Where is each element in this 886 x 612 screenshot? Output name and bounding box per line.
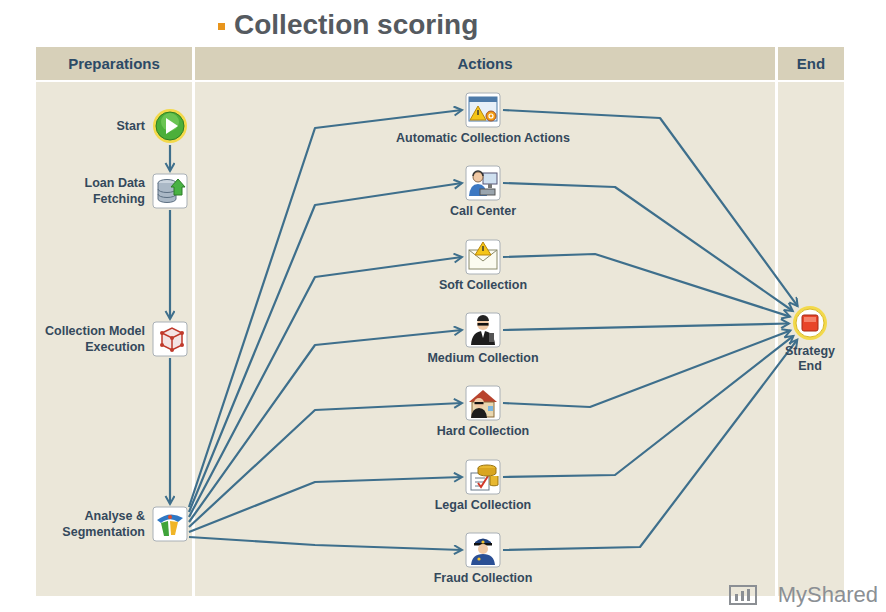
start-icon <box>152 108 188 144</box>
auto-icon <box>465 92 501 128</box>
fraud-icon <box>465 532 501 568</box>
flow-arrow <box>189 330 462 522</box>
node-label: Soft Collection <box>439 278 527 293</box>
seg-icon <box>152 506 188 542</box>
node-label: Start <box>117 118 145 134</box>
column-header-text: Actions <box>457 55 512 72</box>
action-step: Automatic Collection Actions <box>396 92 570 146</box>
process-step: Loan Data Fetching <box>39 173 188 209</box>
column-header-text: End <box>797 55 825 72</box>
action-step: Legal Collection <box>435 459 532 513</box>
node-label: Hard Collection <box>437 424 529 439</box>
flow-arrow <box>189 403 462 527</box>
node-label: Legal Collection <box>435 498 532 513</box>
process-step: Analyse & Segmentation <box>39 506 188 542</box>
flow-arrow <box>189 110 462 507</box>
column-header-band: Actions <box>195 47 775 80</box>
flow-arrow <box>169 358 171 504</box>
node-label: Strategy End <box>779 344 841 374</box>
hard-icon <box>465 385 501 421</box>
action-step: Hard Collection <box>437 385 529 439</box>
call-icon <box>465 165 501 201</box>
flow-arrow <box>503 336 793 477</box>
flow-arrow <box>503 331 790 408</box>
medium-icon <box>465 312 501 348</box>
flow-arrow <box>503 324 789 331</box>
column-header-band: Preparations <box>36 47 192 80</box>
node-label: Loan Data Fetching <box>39 175 145 207</box>
action-step: Soft Collection <box>439 239 527 293</box>
legal-icon <box>465 459 501 495</box>
slide-title: Collection scoring <box>234 9 478 41</box>
node-label: Call Center <box>450 204 516 219</box>
end-icon <box>792 305 828 341</box>
node-label: Medium Collection <box>427 351 538 366</box>
soft-icon <box>465 239 501 275</box>
end-event: Strategy End <box>779 305 841 374</box>
flow-arrow <box>503 183 793 311</box>
node-label: Collection Model Execution <box>39 323 145 355</box>
action-step: Call Center <box>450 165 516 219</box>
action-step: Fraud Collection <box>434 532 533 586</box>
flow-arrow <box>189 477 462 532</box>
column-header-text: Preparations <box>68 55 160 72</box>
flow-arrow <box>503 254 790 317</box>
db-icon <box>152 173 188 209</box>
cube-icon <box>152 321 188 357</box>
node-label: Automatic Collection Actions <box>396 131 570 146</box>
flow-arrow <box>169 210 171 319</box>
node-label: Fraud Collection <box>434 571 533 586</box>
flow-arrow <box>169 145 171 171</box>
process-step: Collection Model Execution <box>39 321 188 357</box>
column-header-band: End <box>778 47 844 80</box>
watermark: MyShared <box>778 582 878 608</box>
process-step: Start <box>117 108 188 144</box>
flow-arrow <box>189 537 462 550</box>
action-step: Medium Collection <box>427 312 538 366</box>
flow-arrow <box>503 340 797 550</box>
node-label: Analyse & Segmentation <box>39 508 145 540</box>
